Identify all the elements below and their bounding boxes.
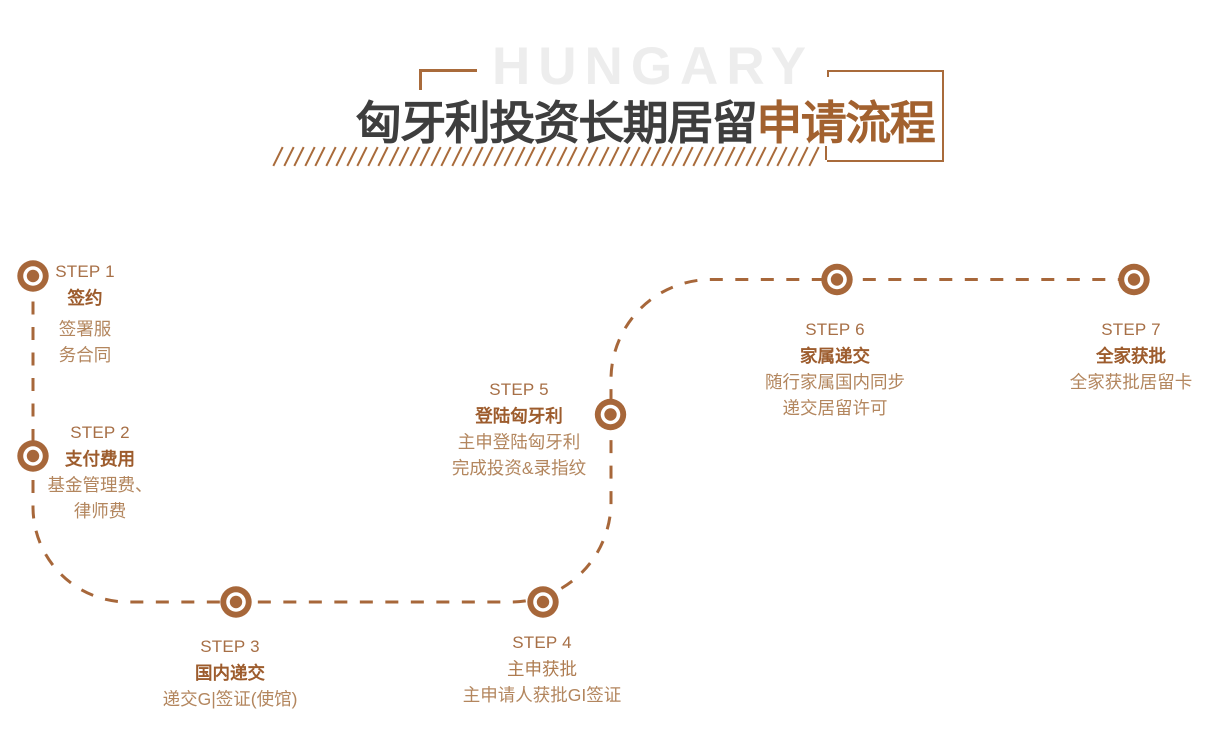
- step-4-marker: [527, 586, 559, 618]
- step-7-block: STEP 7 全家获批 全家获批居留卡: [1070, 317, 1193, 395]
- title-bracket-right-tick-bottom: [825, 146, 827, 160]
- step-5-desc: 主申登陆匈牙利 完成投资&录指纹: [452, 429, 586, 481]
- page-title: 匈牙利投资长期居留申请流程: [355, 96, 936, 151]
- step-5-label: STEP 5: [489, 380, 549, 399]
- step-2-desc-line-2: 律师费: [73, 501, 127, 521]
- step-2-block: STEP 2 支付费用 基金管理费、 律师费: [48, 420, 153, 524]
- step-7-desc-line-1: 全家获批居留卡: [1069, 372, 1193, 392]
- step-6-desc-line-1: 随行家属国内同步: [765, 372, 905, 392]
- step-6-desc-line-2: 递交居留许可: [782, 398, 888, 418]
- step-4-block: STEP 4 主申获批 主申请人获批GI签证: [463, 630, 621, 708]
- title-bracket-right-tick-top: [827, 70, 829, 77]
- title-bracket-right-ornament: [827, 70, 944, 162]
- step-1-desc-line-2: 务合同: [58, 345, 112, 365]
- step-6-desc: 随行家属国内同步 递交居留许可: [765, 369, 905, 421]
- step-2-title: 支付费用: [65, 449, 135, 469]
- flow-dashed-path: [31, 276, 1134, 604]
- step-4-title: 主申获批: [506, 659, 577, 679]
- page-title-accent: 申请流程: [756, 97, 936, 149]
- step-5-title: 登陆匈牙利: [475, 406, 563, 426]
- step-1-desc: 签署服 务合同: [55, 316, 114, 368]
- step-1-marker: [17, 260, 49, 292]
- step-1-title: 签约: [67, 288, 103, 308]
- step-3-title: 国内递交: [194, 663, 265, 683]
- step-5-block: STEP 5 登陆匈牙利 主申登陆匈牙利 完成投资&录指纹: [452, 377, 586, 481]
- step-6-block: STEP 6 家属递交 随行家属国内同步 递交居留许可: [765, 317, 905, 421]
- step-2-desc-line-1: 基金管理费、: [47, 475, 153, 495]
- step-4-label: STEP 4: [512, 633, 572, 652]
- step-1-label: STEP 1: [55, 262, 115, 281]
- step-7-marker: [1118, 263, 1150, 296]
- step-1-block: STEP 1 签约 签署服 务合同: [55, 259, 114, 368]
- step-3-desc: 递交G|签证(使馆): [163, 686, 298, 712]
- page-title-main: 匈牙利投资长期居留: [355, 97, 758, 149]
- step-6-label: STEP 6: [805, 320, 865, 339]
- watermark-text: HUNGARY: [492, 37, 814, 96]
- step-7-desc: 全家获批居留卡: [1070, 369, 1193, 395]
- step-5-marker: [594, 398, 627, 431]
- step-3-block: STEP 3 国内递交 递交G|签证(使馆): [163, 634, 298, 712]
- step-3-marker: [220, 586, 252, 618]
- step-6-title: 家属递交: [800, 346, 870, 366]
- step-2-marker: [17, 440, 49, 472]
- step-2-desc: 基金管理费、 律师费: [48, 472, 153, 524]
- step-4-desc: 主申请人获批GI签证: [463, 682, 621, 708]
- step-6-marker: [821, 263, 853, 296]
- step-7-label: STEP 7: [1101, 320, 1161, 339]
- step-3-label: STEP 3: [200, 637, 260, 656]
- step-3-desc-line-1: 递交G|签证(使馆): [162, 689, 298, 709]
- step-1-desc-line-1: 签署服: [58, 319, 112, 339]
- step-7-title: 全家获批: [1096, 346, 1166, 366]
- step-5-desc-line-1: 主申登陆匈牙利: [457, 432, 581, 452]
- step-5-desc-line-2: 完成投资&录指纹: [451, 458, 587, 478]
- step-2-label: STEP 2: [70, 423, 130, 442]
- step-4-desc-line-1: 主申请人获批GI签证: [462, 685, 622, 705]
- title-bracket-left-ornament: [419, 69, 477, 90]
